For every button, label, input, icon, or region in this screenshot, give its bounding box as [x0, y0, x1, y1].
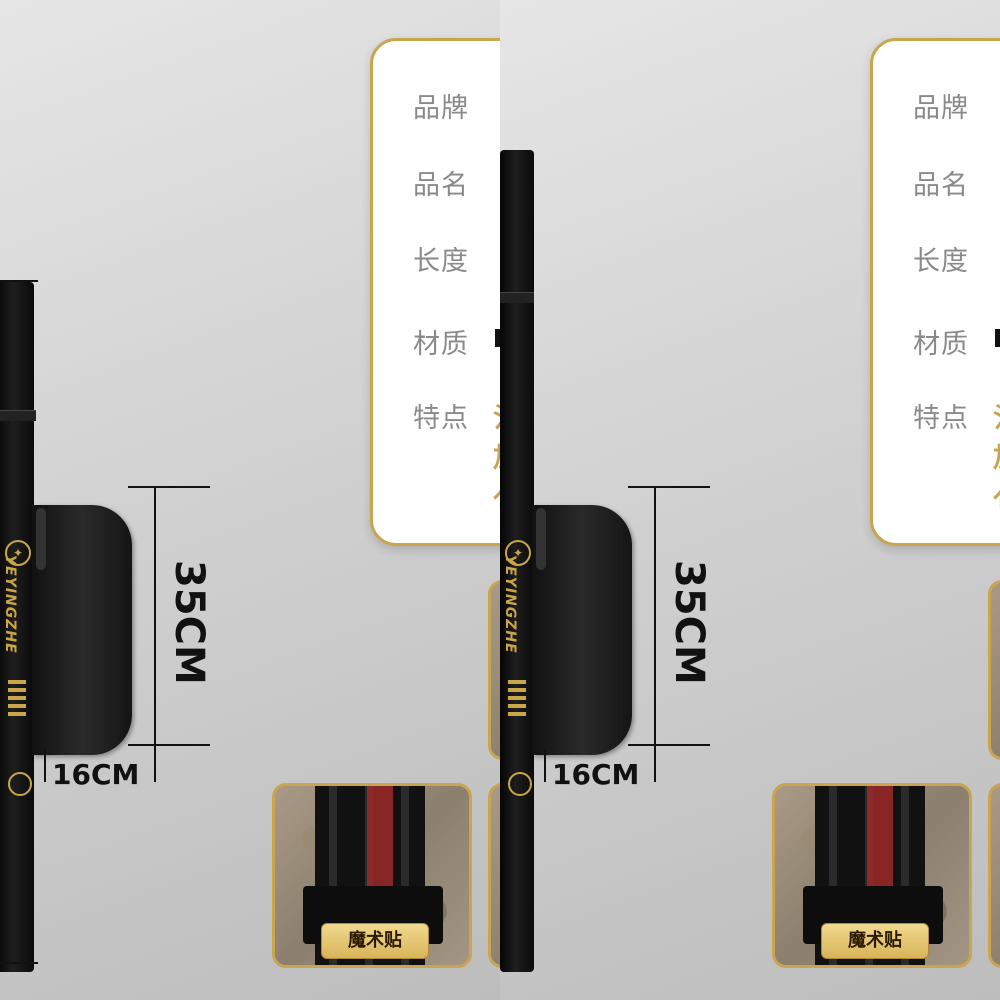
brand-emblem-icon: ✦ [505, 540, 531, 566]
product-frame-right: 品牌 品名 长度 材质 特点 氵 加 亻 ✦ YEYINGZHE 35CM 16… [500, 0, 1000, 1000]
feature-value-line-1: 氵 [993, 396, 1000, 435]
partial-thumbnail-upper [488, 580, 500, 760]
product-frame-left: 品牌 品名 长度 材质 特点 氵 加 亻 ✦ YEYINGZHE 35CM 16… [0, 0, 500, 1000]
brand-emblem-small-icon [8, 772, 32, 796]
dimension-line-pocket-bottom [628, 744, 710, 746]
height-dimension-label: 35CM [166, 560, 212, 685]
brand-emblem-small-icon [508, 772, 532, 796]
brand-text: YEYINGZHE [502, 555, 518, 654]
detail-thumbnail: 魔术贴 [272, 783, 472, 968]
feature-value-line-3: 亻 [993, 476, 1000, 515]
spec-label-brand: 品牌 [913, 93, 969, 124]
partial-thumbnail-upper [988, 580, 1000, 760]
gold-stripes [8, 680, 26, 716]
rod-bag-strap [500, 292, 534, 303]
height-dimension-label: 35CM [666, 560, 712, 685]
rod-bag-side-pocket [32, 505, 132, 755]
rod-bag-side-pocket [532, 505, 632, 755]
feature-value-line-2: 加 [993, 436, 1000, 475]
spec-label-name: 品名 [413, 170, 469, 201]
detail-tag: 魔术贴 [321, 923, 429, 959]
dimension-line-vertical [654, 486, 656, 782]
dimension-line-top [0, 280, 38, 282]
detail-tag: 魔术贴 [821, 923, 929, 959]
dimension-line-vertical [154, 486, 156, 782]
rod-bag-strap [0, 410, 36, 421]
feature-value-line-2: 加 [493, 436, 500, 475]
brand-text: YEYINGZHE [2, 555, 18, 654]
detail-thumbnail: 魔术贴 [772, 783, 972, 968]
spec-label-feature: 特点 [413, 403, 469, 434]
dimension-line-pocket-top [628, 486, 710, 488]
width-dimension-label: 16CM [552, 758, 640, 791]
partial-thumbnail-lower [488, 783, 500, 968]
brand-emblem-icon: ✦ [5, 540, 31, 566]
width-dimension-label: 16CM [52, 758, 140, 791]
dimension-line-pocket-bottom [128, 744, 210, 746]
spec-label-brand: 品牌 [413, 93, 469, 124]
dimension-line-width-left [544, 750, 546, 782]
spec-label-length: 长度 [413, 246, 469, 277]
zipper-pull [536, 508, 546, 570]
feature-value-line-1: 氵 [493, 396, 500, 435]
spec-label-material: 材质 [413, 329, 469, 360]
spec-label-feature: 特点 [913, 403, 969, 434]
spec-card: 品牌 品名 长度 材质 特点 氵 加 亻 [870, 38, 1000, 546]
partial-thumbnail-lower [988, 783, 1000, 968]
dimension-line-bottom [0, 962, 38, 964]
spec-label-length: 长度 [913, 246, 969, 277]
spec-label-name: 品名 [913, 170, 969, 201]
rod-bag-tube [0, 282, 34, 972]
spec-label-material: 材质 [913, 329, 969, 360]
zipper-pull [36, 508, 46, 570]
feature-value-line-3: 亻 [493, 476, 500, 515]
spec-card: 品牌 品名 长度 材质 特点 氵 加 亻 [370, 38, 500, 546]
material-value-fragment [495, 329, 500, 347]
dimension-line-width-left [44, 750, 46, 782]
gold-stripes [508, 680, 526, 716]
material-value-fragment [995, 329, 1000, 347]
dimension-line-pocket-top [128, 486, 210, 488]
